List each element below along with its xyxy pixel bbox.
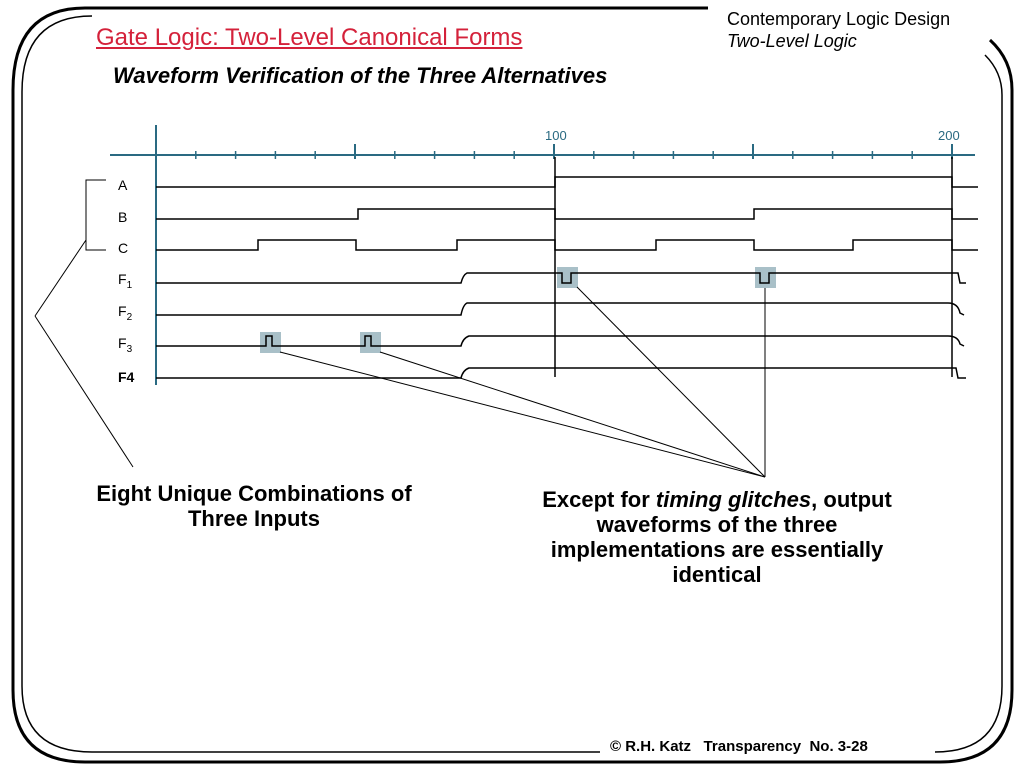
slide-title: Gate Logic: Two-Level Canonical Forms (96, 24, 523, 51)
signal-label-b: B (118, 209, 128, 225)
signal-label-f1: F1 (118, 271, 133, 291)
pointer-f3-a (279, 351, 766, 478)
signal-label-f2: F2 (118, 303, 133, 323)
signal-label-f3: F3 (118, 335, 133, 355)
signal-label-a: A (118, 177, 128, 193)
input-bracket (85, 179, 106, 251)
wave-c (156, 239, 978, 251)
slide-subtitle: Waveform Verification of the Three Alter… (113, 63, 608, 88)
tick-label-100: 100 (545, 128, 567, 143)
glitch-box-f3-a (260, 332, 281, 353)
bracket-pointer-lower (34, 315, 134, 468)
section-name: Two-Level Logic (727, 31, 857, 51)
pointer-f1-a (576, 286, 766, 478)
signal-label-c: C (118, 240, 129, 256)
caption-input-combinations: Eight Unique Combinations of Three Input… (96, 481, 412, 531)
time-ticks (155, 144, 953, 159)
glitch-box-f1-a (557, 267, 578, 288)
bracket-pointer-upper (34, 239, 87, 317)
pointer-f3-b (379, 351, 766, 478)
wave-f4 (156, 367, 966, 379)
glitch-box-f1-b (755, 267, 776, 288)
signal-label-f4: F4 (118, 369, 135, 385)
footer-credit: © R.H. Katz Transparency No. 3-28 (610, 738, 868, 755)
header-course-info: Contemporary Logic Design Two-Level Logi… (727, 8, 950, 52)
wave-f3 (156, 335, 965, 347)
course-name: Contemporary Logic Design (727, 9, 951, 29)
wave-b (156, 208, 978, 220)
wave-f1 (156, 272, 966, 284)
wave-f2 (156, 302, 965, 316)
wave-a (156, 176, 978, 188)
tick-label-200: 200 (938, 128, 960, 143)
caption-timing-glitches: Except for timing glitches, output wavef… (542, 487, 892, 587)
